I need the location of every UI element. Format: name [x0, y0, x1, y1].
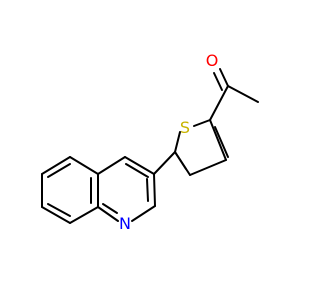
bond-thiophene-inner-b [174, 151, 187, 170]
bond-q-c2-n1 [131, 205, 156, 222]
bond-q-c4-c3-inner [125, 163, 149, 178]
atom-sulfur-label: S [180, 118, 190, 137]
bond-carbonyl-ring [209, 85, 229, 121]
bond-carbonyl-double-a [219, 68, 229, 87]
bond-thiophene-quinoline-link [153, 151, 176, 175]
bond-carbonyl-methyl [227, 85, 259, 103]
bond-q-c8-c8a [69, 206, 99, 224]
bond-thiophene-s-c5 [174, 131, 181, 153]
molecule-structure-svg: O S N [41, 51, 259, 233]
bond-q-n1-c8a [97, 206, 119, 222]
bond-q-c7-c8 [41, 206, 71, 224]
bond-q-c4-c3 [124, 156, 155, 175]
bond-q-c7-c8-inner [47, 203, 71, 217]
bond-carbonyl-double-b [213, 72, 223, 91]
bond-q-n1-c8a-inner [102, 203, 118, 214]
bond-q-c4a-c5 [69, 156, 99, 175]
bond-thiophene-inner-a [214, 126, 229, 158]
atom-nitrogen-label: N [119, 214, 131, 233]
bond-q-c3-c2-inner [146, 178, 149, 202]
bond-q-c4a-c4 [97, 156, 126, 175]
atom-oxygen-label: O [206, 51, 219, 70]
molecule-structure-canvas: O S N [41, 51, 259, 233]
bond-thiophene-c3-c2 [209, 119, 227, 161]
bond-q-c5-c6-inner [47, 163, 71, 178]
bond-thiophene-c2-s [193, 119, 211, 127]
bond-q-c3-c2 [153, 173, 156, 207]
bond-thiophene-c4-c3 [189, 159, 227, 176]
bond-q-c5-c6 [41, 156, 71, 175]
